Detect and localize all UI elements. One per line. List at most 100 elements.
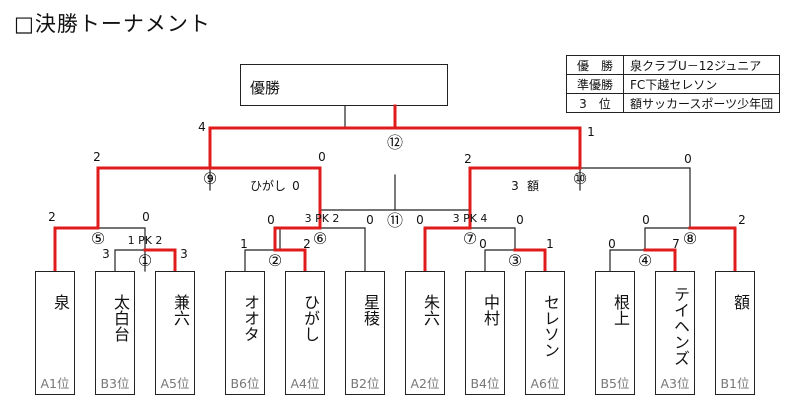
- bracket-line: [97, 227, 146, 272]
- team-name: オオタ: [241, 294, 260, 342]
- results-rank: 3 位: [566, 93, 624, 113]
- team-box: オオタ B6位: [225, 271, 265, 395]
- team-seed: B4位: [470, 376, 500, 391]
- match-number: ⑪: [387, 211, 403, 230]
- pk-score: 3 PK 2: [305, 212, 340, 225]
- results-team: 額サッカースポーツ少年団: [622, 93, 781, 113]
- team-box: 太白台 B3位: [95, 271, 135, 395]
- team-box: 根上 B5位: [595, 271, 635, 395]
- team-box: 朱六 A2位: [405, 271, 445, 395]
- team-seed: A5位: [160, 376, 190, 391]
- bracket-line: [609, 249, 646, 272]
- winner-line: [53, 226, 100, 273]
- team-name: テイヘンズ: [671, 286, 690, 366]
- team-name: 額: [731, 294, 750, 310]
- team-name: セレソン: [541, 294, 560, 358]
- match-number: ⑥: [313, 229, 327, 248]
- score: 0: [366, 213, 374, 227]
- bracket-line: [344, 105, 581, 129]
- bracket-line: [114, 249, 146, 272]
- team-name: 星稜: [361, 294, 380, 326]
- match-number: ①: [138, 251, 152, 270]
- score: 1: [546, 237, 554, 251]
- score: 0: [516, 213, 524, 227]
- team-box: セレソン A6位: [525, 271, 565, 395]
- team-label: ひがし: [250, 178, 286, 193]
- score: 0: [608, 237, 616, 251]
- team-seed: B6位: [230, 376, 260, 391]
- score: 0: [267, 213, 275, 227]
- page-title: □決勝トーナメント: [14, 12, 211, 36]
- bracket-line: [484, 249, 516, 272]
- match-number: ③: [508, 251, 522, 270]
- team-name: 中村: [481, 294, 500, 326]
- team-name: 朱六: [421, 294, 440, 326]
- team-seed: A4位: [290, 376, 320, 391]
- score: 2: [738, 213, 746, 227]
- bracket-line: [244, 249, 276, 272]
- match-number: ⑤: [91, 229, 105, 248]
- score: 0: [684, 152, 692, 166]
- bracket-line: [644, 227, 691, 251]
- bracket-line: [579, 167, 691, 229]
- winner-line: [208, 104, 397, 130]
- team-name: 太白台: [111, 294, 130, 342]
- winner-line: [643, 248, 677, 273]
- team-name: 兼六: [171, 294, 190, 326]
- score: 2: [48, 210, 56, 224]
- results-table: 優 勝 泉クラブU－12ジュニア 準優勝 FC下越セレソン 3 位 額サッカース…: [566, 55, 781, 113]
- score: 2: [303, 237, 311, 251]
- team-name: 根上: [611, 294, 630, 326]
- team-box: 額 B1位: [715, 271, 755, 395]
- team-box: ひがし A4位: [285, 271, 325, 395]
- bracket-line: [279, 227, 366, 272]
- match-number: ④: [638, 251, 652, 270]
- winner-line: [513, 248, 547, 273]
- match-number: ⑨: [203, 169, 217, 188]
- team-box: テイヘンズ A3位: [655, 271, 695, 395]
- team-label: 額: [527, 179, 539, 193]
- team-seed: B3位: [100, 376, 130, 391]
- results-row: 準優勝 FC下越セレソン: [566, 74, 781, 94]
- team-seed: B5位: [600, 376, 630, 391]
- winner-line: [208, 166, 322, 230]
- champion-box: 優勝: [240, 64, 448, 106]
- results-row: 3 位 額サッカースポーツ少年団: [566, 93, 781, 113]
- winner-line: [273, 248, 307, 273]
- score: 4: [198, 120, 206, 134]
- team-name: ひがし: [301, 294, 320, 342]
- team-box: 兼六 A5位: [155, 271, 195, 395]
- match-number: ⑩: [573, 169, 587, 188]
- score: 1: [240, 237, 248, 251]
- team-box: 中村 B4位: [465, 271, 505, 395]
- team-seed: B1位: [720, 376, 750, 391]
- winner-line: [468, 126, 582, 230]
- score: 0: [142, 210, 150, 224]
- team-seed: A6位: [530, 376, 560, 391]
- winner-line: [143, 248, 177, 273]
- score: 3: [102, 247, 110, 261]
- team-box: 泉 A1位: [35, 271, 75, 395]
- winner-line: [96, 126, 212, 230]
- score: 0: [318, 150, 326, 164]
- pk-score: 3 PK 4: [453, 212, 488, 225]
- match-number: ⑦: [463, 229, 477, 248]
- score: 3: [511, 179, 519, 193]
- match-number: ⑧: [683, 229, 697, 248]
- score: 7: [672, 237, 680, 251]
- team-box: 星稜 B2位: [345, 271, 385, 395]
- bracket-line: [97, 167, 211, 229]
- score: 3: [180, 247, 188, 261]
- pk-score: 1 PK 2: [128, 234, 163, 247]
- team-seed: B2位: [350, 376, 380, 391]
- score: 0: [416, 213, 424, 227]
- score: 2: [93, 150, 101, 164]
- winner-line: [423, 226, 472, 273]
- match-number: ②: [268, 251, 282, 270]
- match-number: ⑫: [387, 133, 403, 152]
- score: 0: [642, 213, 650, 227]
- score: 1: [587, 125, 595, 139]
- winner-line: [688, 226, 737, 273]
- team-seed: A2位: [410, 376, 440, 391]
